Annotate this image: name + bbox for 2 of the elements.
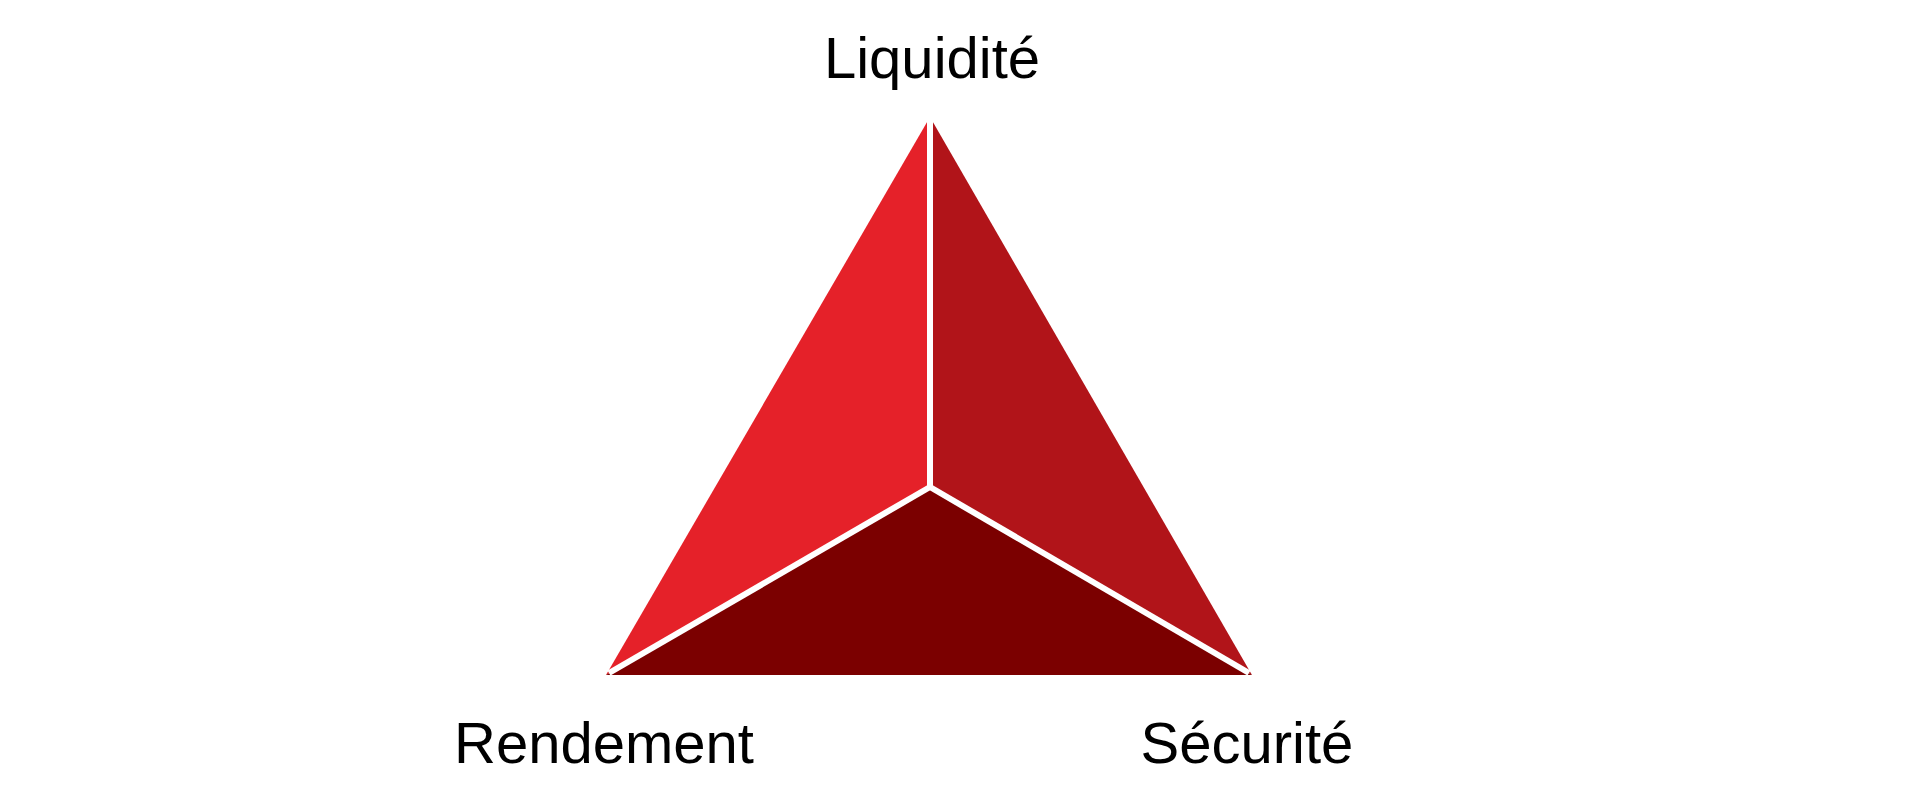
vertex-label: Sécurité: [1140, 714, 1354, 772]
vertex-label: Rendement: [454, 714, 754, 772]
